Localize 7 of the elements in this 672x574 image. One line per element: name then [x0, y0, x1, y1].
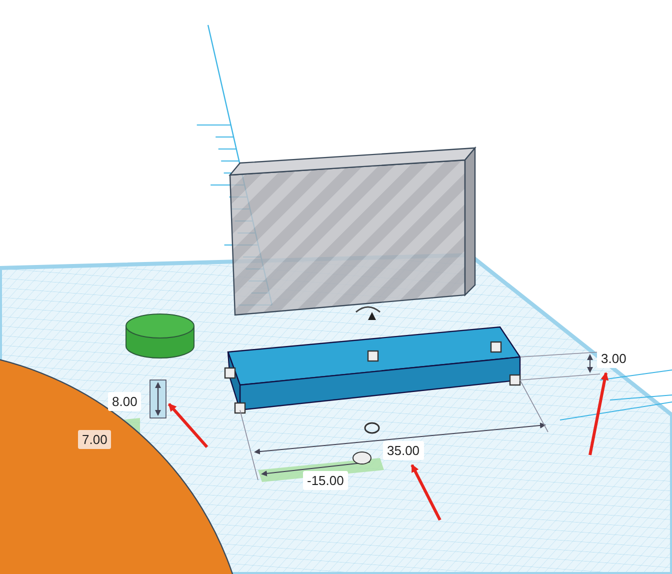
dimension-value: -15.00 [303, 471, 348, 490]
dimension-value: 8.00 [108, 392, 142, 411]
dimension-value: 7.00 [78, 430, 112, 449]
arrow [588, 372, 609, 456]
arrow [168, 403, 208, 448]
dimension-value: 35.00 [383, 441, 424, 460]
arrow [410, 464, 442, 521]
